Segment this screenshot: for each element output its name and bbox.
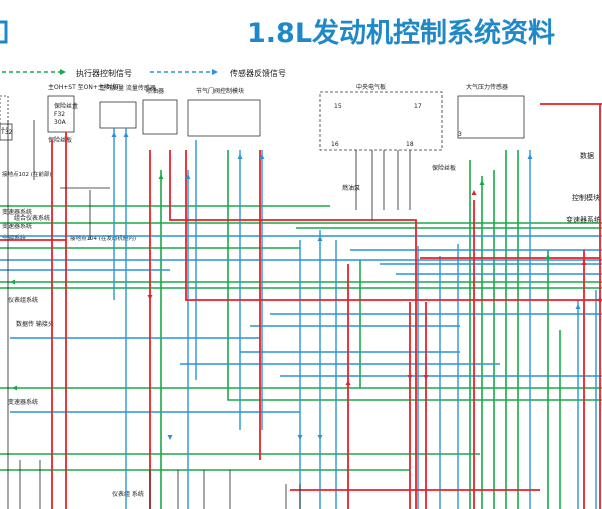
protect-mid-label: 保险丝板: [432, 164, 456, 172]
wire-arrow-18: [423, 375, 429, 380]
sys-right-ctrl: 控制模块: [572, 193, 600, 202]
t32-label: T32: [0, 129, 12, 136]
sys-trans2: 变速器系统: [2, 222, 32, 230]
num-16: 16: [331, 141, 339, 148]
sys-instr-bottom: 仪表组 系统: [112, 490, 144, 498]
arrow-group: [10, 132, 601, 440]
legend-sensor-label: 传感器反馈信号: [230, 68, 286, 78]
component-labels: 主OH+ST 至ON+主接线T 保险丝盒 F32 30A T32 保险丝板 空气…: [0, 83, 508, 242]
wire-group-red: [0, 103, 602, 509]
sys-trans3: 变速器系统: [8, 398, 38, 406]
wire-arrow-14: [297, 435, 303, 440]
sys-right-trans: 变速器系统: [566, 215, 601, 224]
wire-arrow-7: [185, 174, 191, 179]
wire-arrow-0: [158, 174, 164, 179]
wire-green-9: [227, 150, 602, 401]
component-boxes: [0, 91, 525, 151]
sys-instr: 仪表组系统: [8, 296, 38, 304]
wire-arrow-11: [527, 154, 533, 159]
wire-arrow-5: [123, 132, 129, 137]
fuse-code: F32: [54, 111, 65, 118]
wire-arrow-20: [147, 295, 153, 300]
wire-arrow-19: [471, 190, 477, 195]
wire-arrow-6: [111, 132, 117, 137]
central-label: 中央电气板: [356, 83, 386, 91]
corner-bracket: [0, 20, 8, 44]
wire-arrow-4: [12, 385, 17, 391]
sys-instr-combo: 组合仪表系统: [14, 214, 50, 222]
sys-right-data: 数据: [580, 151, 594, 160]
protect-left-label: 保险丝板: [48, 136, 72, 144]
num-3: 3: [458, 131, 462, 138]
sys-trans: 变速器系统: [2, 208, 32, 216]
wire-group-blue: [0, 128, 602, 509]
wire-arrow-1: [479, 180, 485, 185]
wire-arrow-3: [10, 279, 15, 285]
wire-arrow-22: [596, 297, 601, 303]
throttle-label: 节气门阀控制模块: [196, 87, 244, 95]
wire-arrow-15: [317, 435, 323, 440]
fuelpump-label: 燃油泵: [342, 184, 360, 192]
wire-arrow-12: [575, 304, 581, 309]
fuse-amp: 30A: [54, 119, 67, 126]
fuse-box-label: 保险丝盒: [54, 102, 78, 110]
wire-arrow-13: [167, 435, 173, 440]
wire-arrow-21: [581, 260, 587, 265]
sys-ac: 空调系统: [2, 234, 26, 242]
injector-label: 喷油器: [146, 87, 164, 95]
airflow-label: 空气质量 流量传感器: [100, 84, 156, 92]
num-18: 18: [406, 141, 414, 148]
wire-arrow-2: [545, 254, 551, 259]
page-title: 1.8L发动机控制系统资料: [247, 17, 555, 49]
num-17: 17: [414, 103, 422, 110]
wire-red-3: [169, 150, 417, 509]
wire-group-black: [7, 120, 411, 509]
wire-arrow-9: [259, 154, 265, 159]
system-labels: 变速器系统 组合仪表系统 变速器系统 空调系统 仪表组系统 数据传 输接头 变速…: [2, 151, 601, 498]
wire-arrow-10: [317, 236, 323, 241]
wire-arrow-17: [407, 375, 413, 380]
sys-diag: 数据传 输接头: [16, 320, 54, 328]
ground-left-label: 接地点102 (在前部): [2, 170, 52, 178]
wire-arrow-8: [237, 154, 243, 159]
ground-mid-label: 接地点104 (在发动机舱内): [70, 234, 136, 242]
legend-exec-label: 执行器控制信号: [76, 68, 132, 78]
wire-arrow-16: [345, 380, 351, 385]
legend: 执行器控制信号 传感器反馈信号: [2, 68, 286, 78]
num-15: 15: [334, 103, 342, 110]
fuse-label: 主OH+ST 至ON+主接线T: [48, 83, 120, 91]
baro-label: 大气压力传感器: [466, 83, 508, 91]
wire-red-4: [185, 150, 602, 301]
